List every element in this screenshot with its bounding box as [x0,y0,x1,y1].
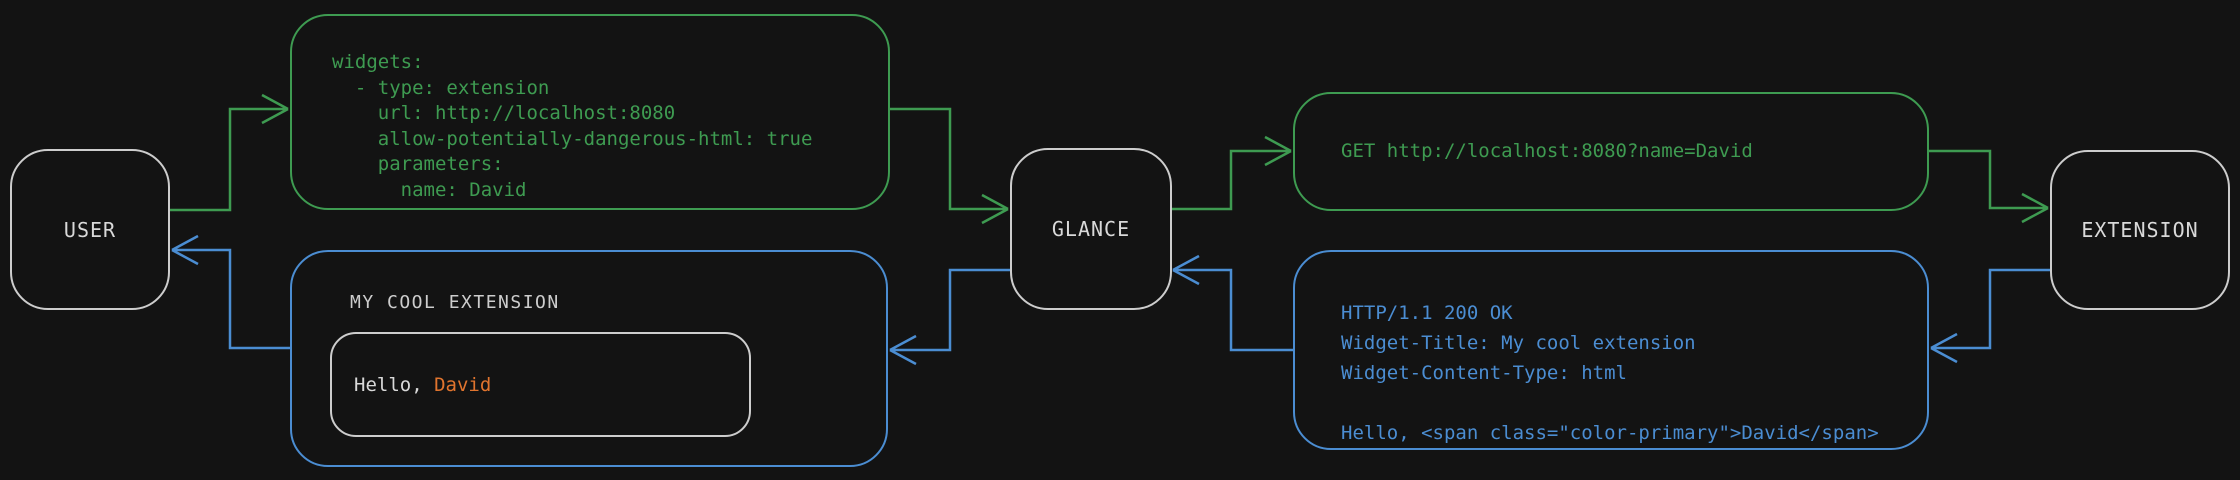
arrow-widget-to-user [171,234,290,350]
config-code-box: widgets: - type: extension url: http://l… [290,14,890,210]
code-line: - type: extension [332,76,550,99]
request-code-box: GET http://localhost:8080?name=David [1293,92,1929,211]
arrow-request-to-extension [1929,149,2049,224]
arrow-config-to-glance [890,107,1009,225]
code-line: Widget-Content-Type: html [1341,362,1627,384]
extension-node: EXTENSION [2050,150,2230,310]
code-line: widgets: [332,51,424,73]
glance-node-label: GLANCE [1051,217,1131,241]
glance-node: GLANCE [1010,148,1172,310]
code-line [1341,388,1907,418]
code-line: url: http://localhost:8080 [332,102,676,124]
widget-preview-box: MY COOL EXTENSION Hello, David [290,250,888,467]
arrow-user-to-config [170,93,289,212]
extension-node-label: EXTENSION [2081,218,2199,242]
user-node: USER [10,149,170,310]
code-line: HTTP/1.1 200 OK [1341,302,1513,324]
code-line: allow-potentially-dangerous-html: true [332,127,813,150]
code-line: name: David [332,178,527,201]
greeting-prefix: Hello, [354,373,435,396]
code-line: parameters: [332,153,504,175]
response-code-box: HTTP/1.1 200 OK Widget-Title: My cool ex… [1293,250,1929,450]
arrow-glance-to-request [1172,135,1292,211]
code-line: Hello, <span class="color-primary">David… [1341,422,1879,444]
arrow-glance-to-widget [889,268,1010,366]
arrow-extension-to-response [1930,268,2050,364]
code-line: GET http://localhost:8080?name=David [1341,139,1753,162]
greeting-name: David [434,373,492,396]
widget-title: MY COOL EXTENSION [350,292,560,313]
widget-greeting-box: Hello, David [330,332,751,437]
arrow-response-to-glance [1172,254,1293,352]
user-node-label: USER [63,217,117,242]
code-line: Widget-Title: My cool extension [1341,332,1696,354]
